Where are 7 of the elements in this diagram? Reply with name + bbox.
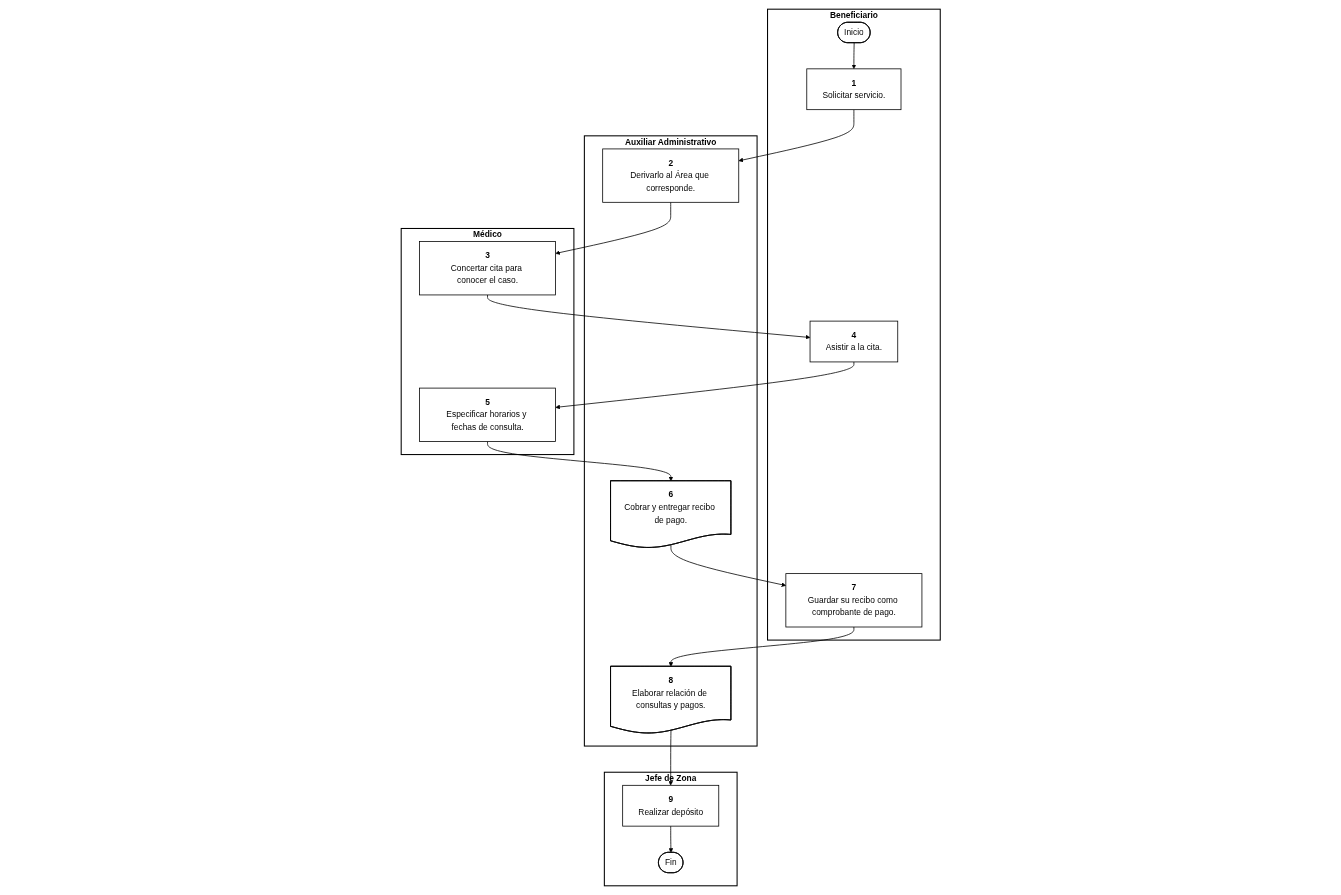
node-box: 1 Solicitar servicio. — [806, 68, 902, 111]
node-box: 3 Concertar cita para conocer el caso. — [418, 241, 556, 296]
node-box: 9 Realizar depósito — [622, 784, 719, 827]
node-box: 7 Guardar su recibo como comprobante de pago. — [785, 573, 923, 628]
node-box: 4 Asistir a la cita. — [809, 320, 898, 363]
node-box: 2 Derivarlo al Área que corresponde. — [602, 148, 739, 203]
node-box: 5 Especificar horarios y fechas de consulta. — [418, 387, 556, 442]
